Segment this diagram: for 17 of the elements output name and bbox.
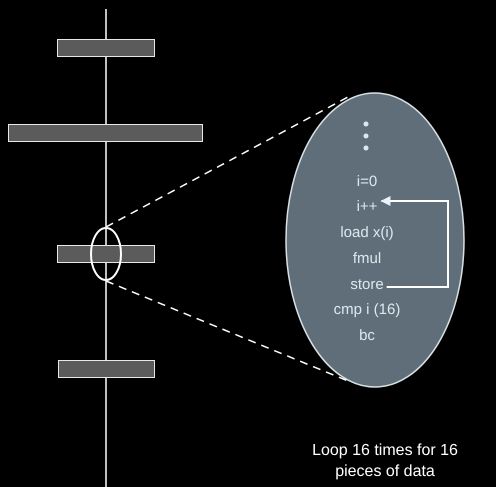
code-line: fmul bbox=[352, 250, 382, 268]
code-line: cmp i (16) bbox=[334, 301, 400, 319]
bar bbox=[57, 245, 155, 263]
bar bbox=[58, 360, 155, 378]
dashed-line bbox=[106, 280, 348, 382]
code-line: i++ bbox=[356, 198, 378, 216]
code-line: store bbox=[350, 276, 384, 294]
magnified-ellipse bbox=[285, 92, 465, 388]
bar bbox=[57, 39, 155, 57]
code-line: i=0 bbox=[356, 173, 378, 191]
code-line: bc bbox=[359, 327, 375, 345]
loop-arrow bbox=[380, 196, 449, 288]
caption: Loop 16 times for 16 pieces of data bbox=[311, 441, 459, 482]
code-line: load x(i) bbox=[340, 224, 394, 242]
dashed-line bbox=[106, 96, 348, 228]
zoom-ellipse bbox=[90, 227, 122, 281]
bar bbox=[8, 124, 203, 142]
